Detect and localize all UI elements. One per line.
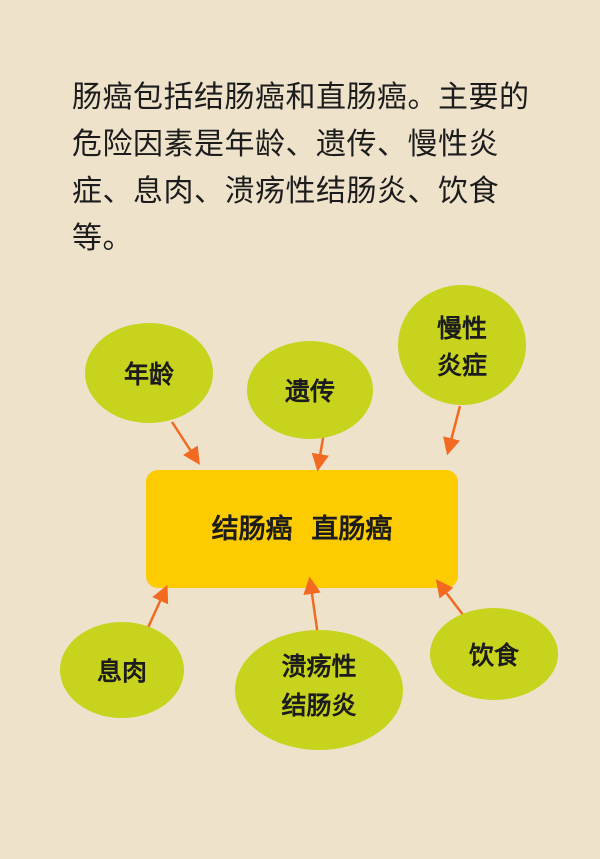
factor-polyp: 息肉 xyxy=(60,622,184,718)
factor-age-label: 年龄 xyxy=(124,360,175,389)
factor-diet-circle xyxy=(430,608,558,700)
center-box xyxy=(146,470,458,588)
factor-inflammation-label-line2: 炎症 xyxy=(437,351,487,380)
arrow-polyp xyxy=(144,584,169,633)
factor-diet: 饮食 xyxy=(430,608,558,700)
factor-heredity-label: 遗传 xyxy=(284,377,335,406)
arrow-colitis xyxy=(303,576,321,637)
factor-age-circle xyxy=(85,323,213,423)
arrow-inflammation xyxy=(443,405,462,456)
factor-inflammation-circle xyxy=(398,285,526,405)
factor-inflammation-label-line1: 慢性 xyxy=(437,314,487,343)
factor-age: 年龄 xyxy=(85,323,213,423)
arrow-age xyxy=(170,421,200,465)
factor-colitis: 溃疡性 结肠炎 xyxy=(235,630,403,750)
factor-colitis-label-line2: 结肠炎 xyxy=(281,691,356,720)
center-label: 结肠癌 直肠癌 xyxy=(212,513,393,545)
factor-polyp-label: 息肉 xyxy=(97,657,147,686)
factor-heredity-circle xyxy=(247,341,373,439)
factor-colitis-label-line1: 溃疡性 xyxy=(281,652,356,681)
factor-diet-label: 饮食 xyxy=(468,641,520,670)
intro-paragraph: 肠癌包括结肠癌和直肠癌。主要的危险因素是年龄、遗传、慢性炎症、息肉、溃疡性结肠炎… xyxy=(72,80,530,256)
factor-inflammation: 慢性 炎症 xyxy=(398,285,526,405)
factor-polyp-circle xyxy=(60,622,184,718)
factor-heredity: 遗传 xyxy=(247,341,373,439)
factor-colitis-circle xyxy=(235,630,403,750)
